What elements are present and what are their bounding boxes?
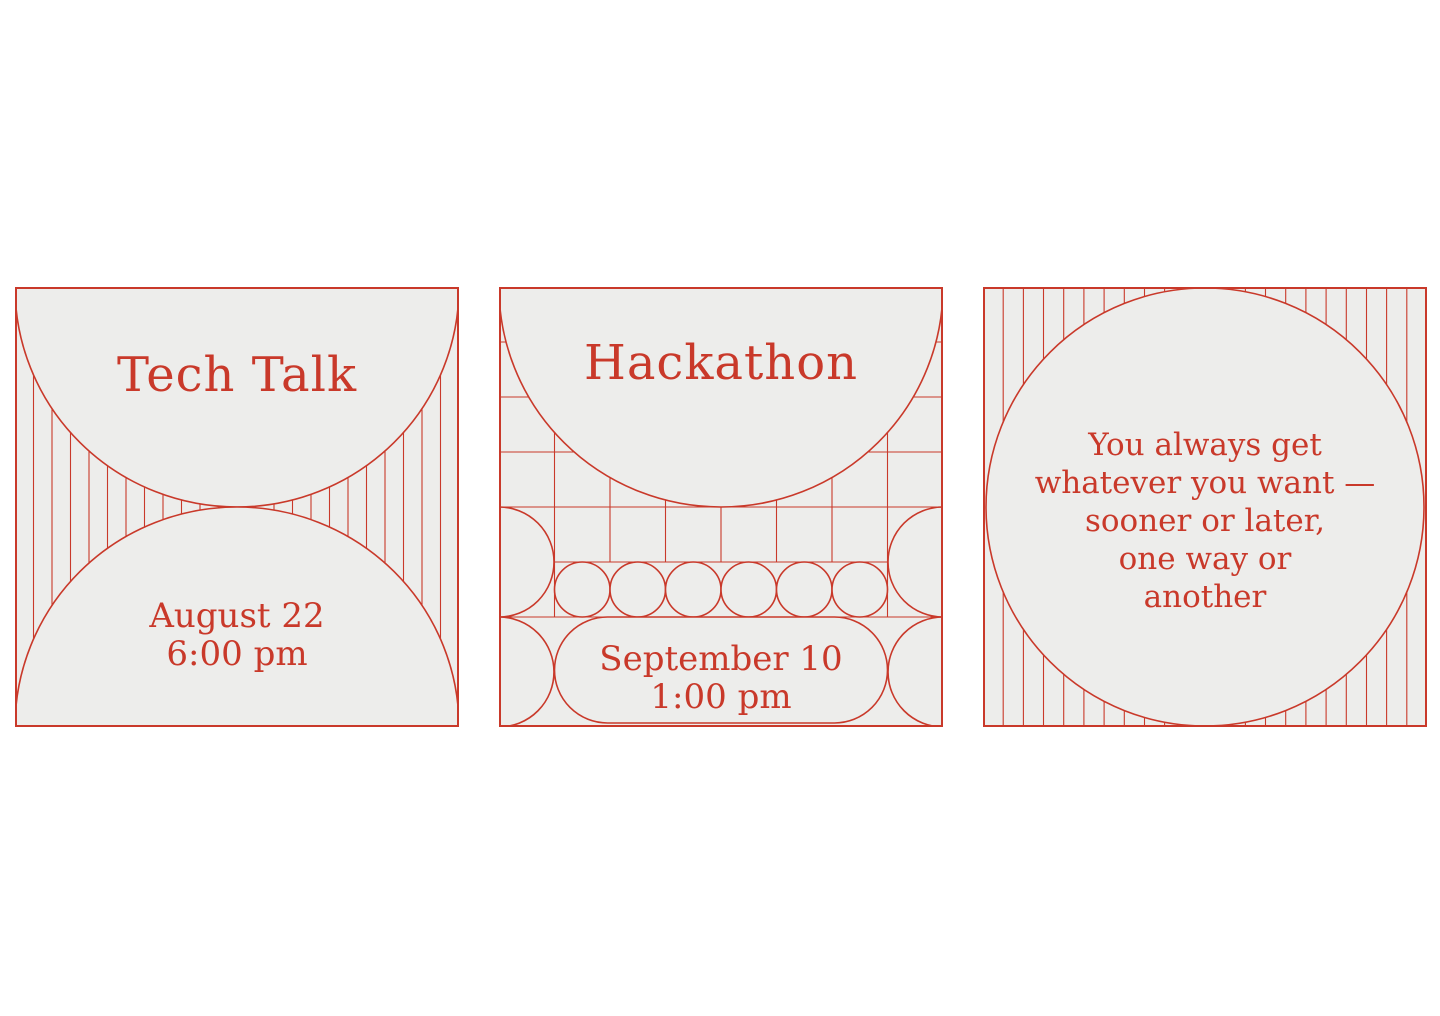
event-datetime: September 10 1:00 pm: [499, 640, 943, 716]
right-bottom-semicircle: [887, 616, 943, 727]
quote-text: You always get whatever you want — soone…: [983, 426, 1427, 616]
event-time: 1:00 pm: [650, 677, 792, 717]
circle-row: [553, 561, 889, 618]
card-border: [15, 287, 459, 727]
quote-line: another: [1143, 579, 1267, 615]
stadium-shape: [553, 616, 889, 724]
event-title: Tech Talk: [116, 347, 358, 403]
left-middle-semicircle: [499, 506, 555, 618]
quote-card: You always get whatever you want — soone…: [983, 287, 1427, 727]
quote-line: whatever you want —: [1034, 465, 1376, 501]
bottom-semicircle: [15, 506, 459, 727]
stripes-lens-pattern: [15, 287, 459, 727]
event-card-tech-talk: Tech Talk August 22 6:00 pm: [15, 287, 459, 727]
stripes-circle-pattern: [983, 287, 1427, 727]
top-semicircle: [499, 287, 943, 508]
quote-line: sooner or later,: [1084, 503, 1326, 539]
event-date: September 10: [599, 639, 843, 679]
grid-circles-pattern: [499, 287, 943, 727]
quote-line: You always get: [1088, 427, 1322, 463]
card-border: [983, 287, 1427, 727]
event-card-hackathon: Hackathon September 10 1:00 pm: [499, 287, 943, 727]
right-middle-semicircle: [887, 506, 943, 618]
card-border: [499, 287, 943, 727]
event-datetime: August 22 6:00 pm: [15, 597, 459, 673]
event-date: August 22: [149, 596, 325, 636]
left-bottom-semicircle: [499, 616, 555, 727]
quote-line: one way or: [1118, 541, 1292, 577]
event-time: 6:00 pm: [166, 634, 308, 674]
event-title: Hackathon: [583, 335, 859, 391]
